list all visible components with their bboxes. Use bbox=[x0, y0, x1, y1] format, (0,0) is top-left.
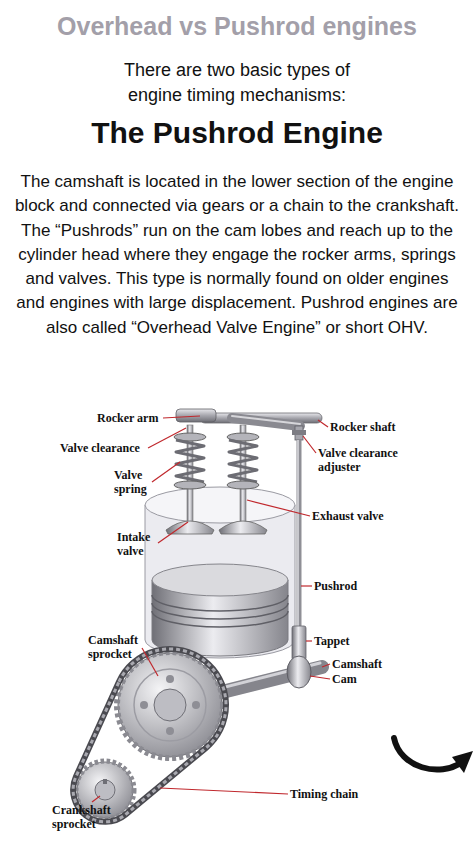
cylinder-top bbox=[145, 487, 295, 523]
part-label: Intake valve bbox=[117, 530, 161, 558]
intake-valve bbox=[166, 425, 214, 534]
leader-line bbox=[318, 420, 328, 427]
valve-spring bbox=[229, 440, 257, 482]
part-label: Timing chain bbox=[290, 787, 358, 801]
arrow-curve bbox=[394, 738, 462, 770]
timing-chain bbox=[73, 649, 226, 822]
leader-line bbox=[306, 640, 312, 641]
sprocket-disc bbox=[118, 653, 222, 757]
body-paragraph: The camshaft is located in the lower sec… bbox=[9, 170, 465, 340]
part-label: Pushrod bbox=[314, 579, 357, 593]
cylinder-wall bbox=[145, 505, 295, 658]
bolt-hole bbox=[140, 701, 148, 709]
part-label: Camshaft bbox=[332, 657, 382, 671]
sprocket-ring bbox=[134, 669, 206, 741]
keyway bbox=[103, 779, 107, 784]
part-label: Valve clearance bbox=[60, 441, 140, 455]
leader-line bbox=[247, 500, 310, 516]
spring-seat bbox=[227, 481, 259, 489]
part-label: Cam bbox=[332, 672, 357, 686]
pushrod-assembly bbox=[292, 440, 306, 660]
part-label: Exhaust valve bbox=[312, 509, 384, 523]
piston bbox=[152, 564, 288, 656]
piston-ring bbox=[152, 603, 288, 619]
leader-lines bbox=[92, 416, 330, 802]
piston-ring bbox=[152, 611, 288, 627]
tappet bbox=[292, 626, 306, 660]
leader-line bbox=[310, 676, 330, 679]
exhaust-valve bbox=[219, 425, 267, 534]
rocker-assembly bbox=[176, 409, 322, 440]
bolt-hole bbox=[166, 675, 174, 683]
adjuster-nut bbox=[292, 430, 306, 435]
pushrod-highlight bbox=[297, 440, 299, 628]
valve-head bbox=[219, 521, 267, 534]
part-label: Crankshaft sprocket bbox=[52, 803, 122, 831]
part-label: Tappet bbox=[314, 634, 350, 648]
chain-loop bbox=[73, 649, 226, 822]
part-label: Rocker arm bbox=[97, 411, 158, 425]
leader-line bbox=[148, 428, 186, 448]
page-title: Overhead vs Pushrod engines bbox=[0, 12, 474, 41]
camshaft-sprocket bbox=[117, 652, 223, 758]
leader-line bbox=[322, 664, 330, 667]
pushrod bbox=[297, 440, 302, 628]
leader-line bbox=[142, 648, 158, 676]
valve-spring bbox=[176, 440, 204, 482]
leader-line bbox=[158, 522, 188, 543]
bolt-hole bbox=[192, 701, 200, 709]
bolt-hole bbox=[166, 727, 174, 735]
next-arrow bbox=[394, 738, 473, 773]
arrow-head bbox=[452, 751, 473, 773]
piston-ring bbox=[152, 595, 288, 611]
spring-seat bbox=[174, 481, 206, 489]
piston-crown bbox=[152, 564, 288, 596]
sprocket-hub bbox=[154, 689, 186, 721]
rocker-arm bbox=[176, 409, 216, 422]
cam-lobe bbox=[287, 656, 311, 688]
leader-line bbox=[152, 462, 180, 482]
chain-links bbox=[73, 649, 226, 822]
leader-line bbox=[163, 416, 200, 418]
cylinder bbox=[145, 487, 295, 658]
sprocket-teeth bbox=[117, 652, 223, 758]
part-label: Camshaft sprocket bbox=[88, 633, 150, 661]
leader-line bbox=[92, 796, 100, 802]
part-label: Rocker shaft bbox=[330, 420, 395, 434]
leader-line bbox=[301, 585, 312, 586]
rocker-highlight bbox=[232, 416, 300, 424]
part-label: Valve spring bbox=[114, 468, 156, 496]
part-label: Valve clearance adjuster bbox=[318, 446, 418, 474]
leader-line bbox=[160, 788, 288, 794]
section-heading: The Pushrod Engine bbox=[0, 116, 474, 150]
intro-text: There are two basic types of engine timi… bbox=[97, 58, 377, 108]
leader-line bbox=[303, 436, 316, 453]
